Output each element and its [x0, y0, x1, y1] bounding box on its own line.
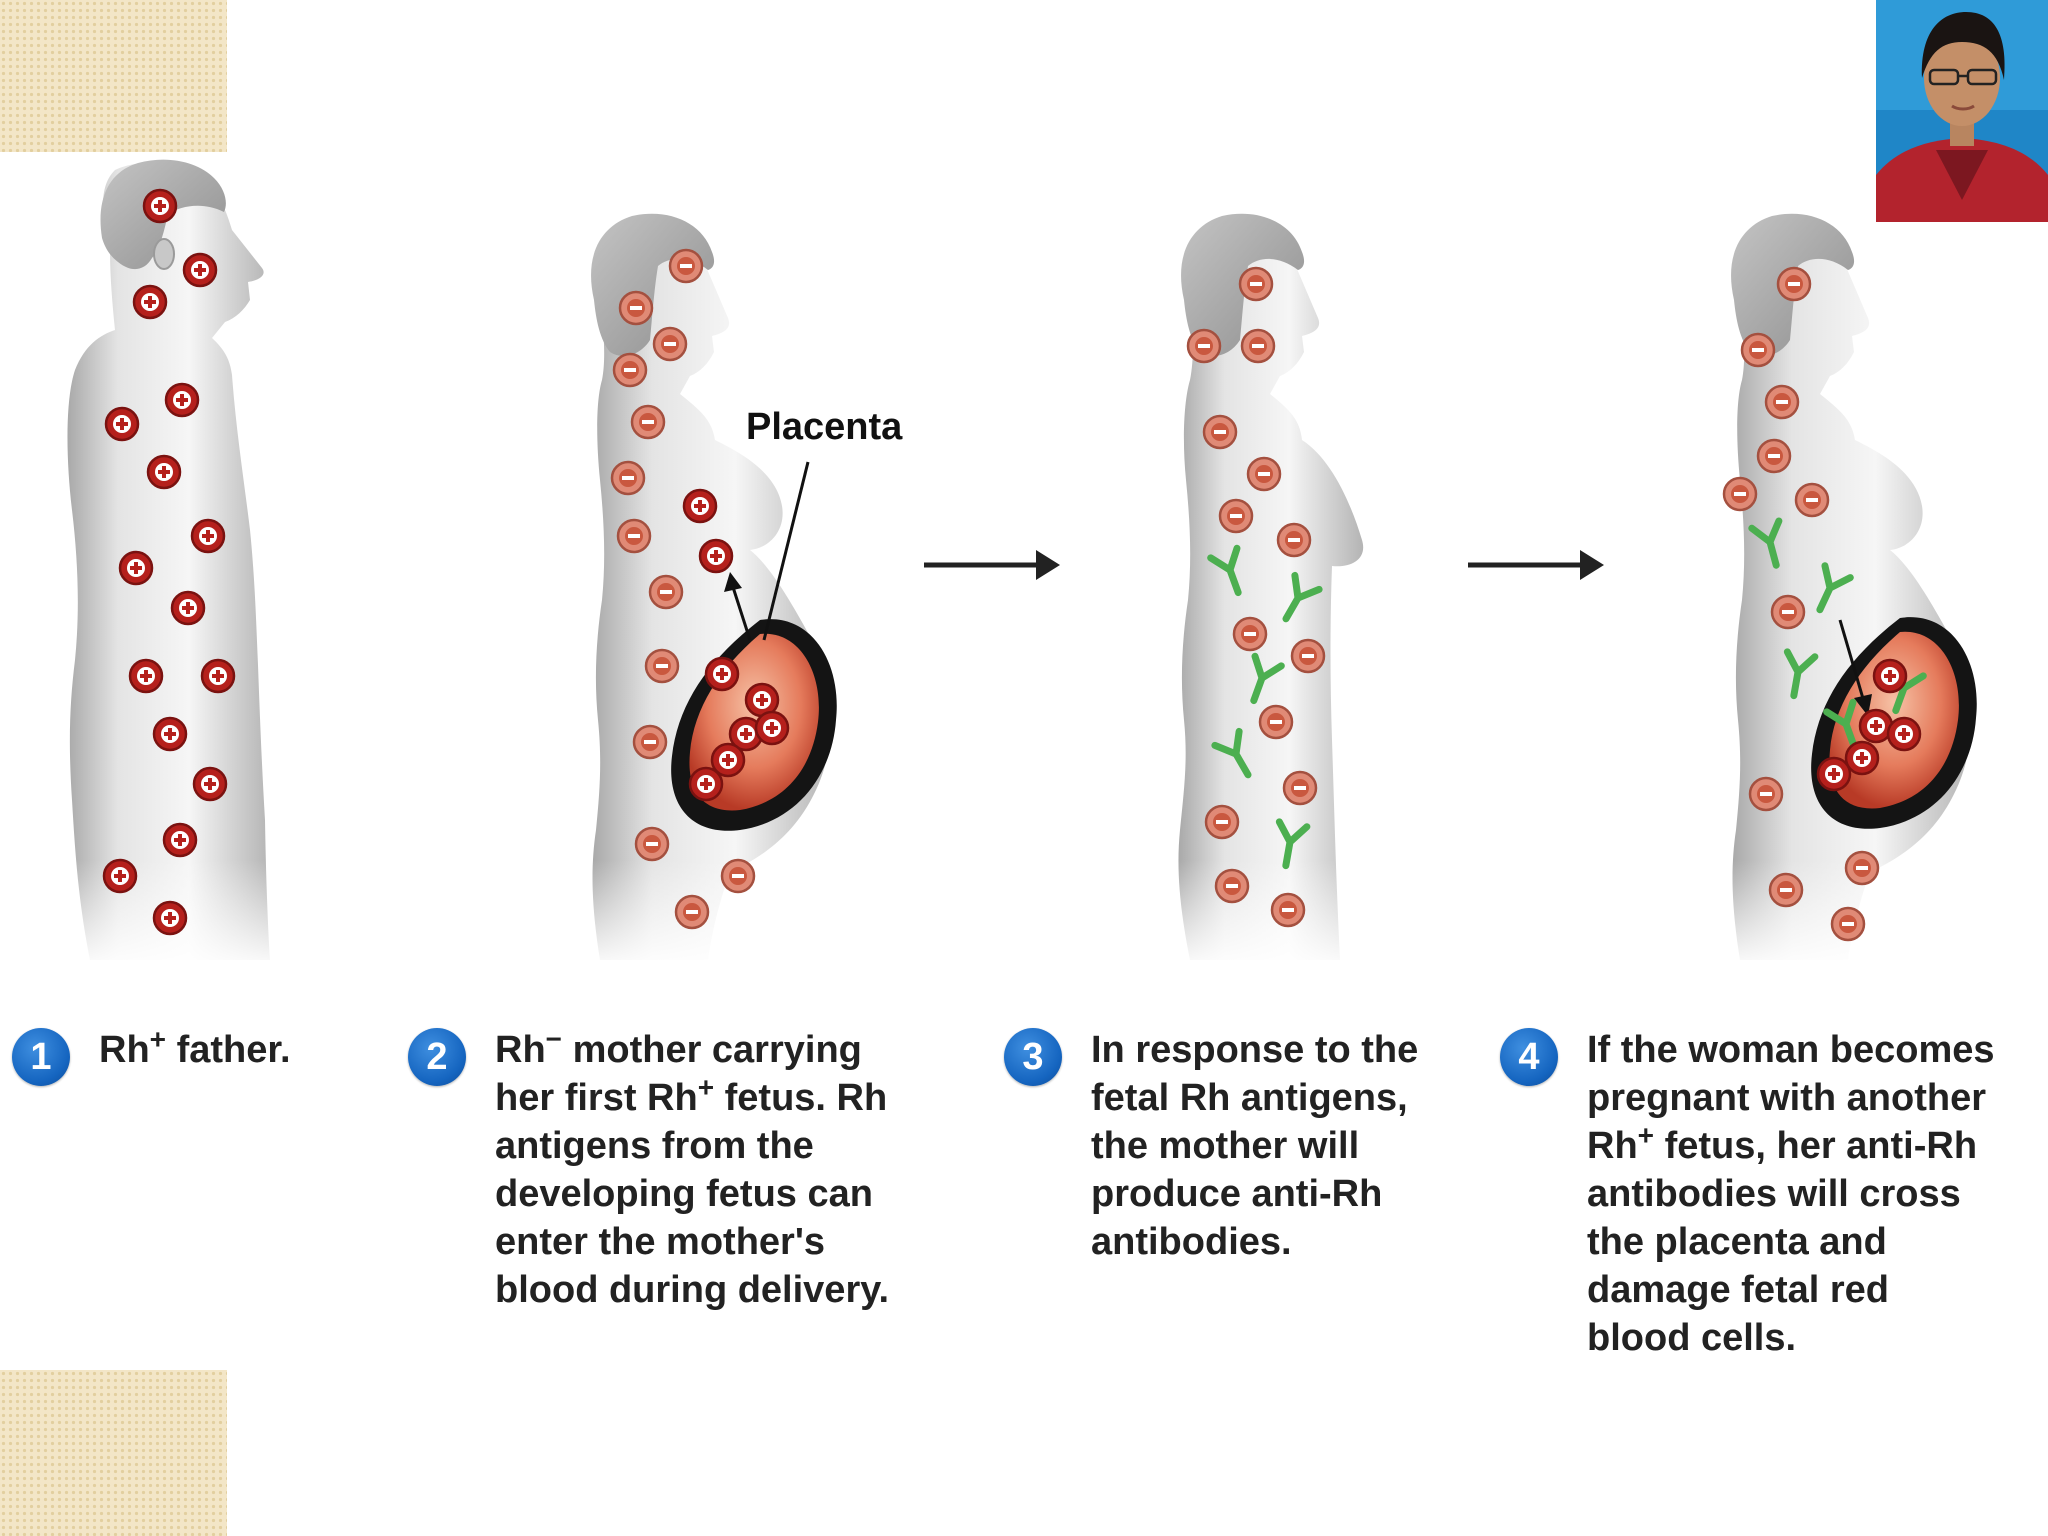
plus-sign-icon	[1886, 716, 1922, 752]
plus-sign-icon	[162, 822, 198, 858]
plus-sign-icon	[698, 538, 734, 574]
corner-decoration-top	[0, 0, 227, 152]
mother-antibody-production-figure	[1170, 213, 1380, 970]
minus-sign-icon	[1748, 776, 1784, 812]
minus-sign-icon	[1232, 616, 1268, 652]
step-caption: Rh+ father.	[99, 1023, 291, 1071]
plus-sign-icon	[182, 252, 218, 288]
plus-sign-icon	[1872, 658, 1908, 694]
plus-sign-icon	[1858, 708, 1894, 744]
minus-sign-icon	[674, 894, 710, 930]
antigen-transfer-arrow-icon	[730, 583, 752, 641]
plus-sign-icon	[146, 454, 182, 490]
plus-sign-icon	[1816, 756, 1852, 792]
step-number-badge: 4	[1500, 1028, 1558, 1086]
minus-sign-icon	[612, 352, 648, 388]
minus-sign-icon	[1238, 266, 1274, 302]
minus-sign-icon	[1202, 414, 1238, 450]
plus-sign-icon	[170, 590, 206, 626]
step-number-badge: 2	[408, 1028, 466, 1086]
minus-sign-icon	[1214, 868, 1250, 904]
antibody-icon	[1823, 698, 1858, 751]
arrow-right-icon	[1468, 550, 1604, 580]
minus-sign-icon	[1218, 498, 1254, 534]
minus-sign-icon	[1186, 328, 1222, 364]
placenta-pointer-line	[762, 461, 810, 641]
minus-sign-icon	[720, 858, 756, 894]
minus-sign-icon	[1756, 438, 1792, 474]
minus-sign-icon	[1764, 384, 1800, 420]
minus-sign-icon	[1270, 892, 1306, 928]
minus-sign-icon	[1794, 482, 1830, 518]
antibody-icon	[1250, 652, 1285, 705]
antibody-icon	[1748, 517, 1783, 569]
antibody-cross-arrowhead-icon	[1854, 694, 1872, 716]
plus-sign-icon	[192, 766, 228, 802]
minus-sign-icon	[1830, 906, 1866, 942]
minus-sign-icon	[1776, 266, 1812, 302]
plus-sign-icon	[190, 518, 226, 554]
plus-sign-icon	[102, 858, 138, 894]
arrow-right-icon	[924, 550, 1060, 580]
minus-sign-icon	[644, 648, 680, 684]
antibody-icon	[1282, 571, 1323, 623]
plus-sign-icon	[128, 658, 164, 694]
plus-sign-icon	[744, 682, 780, 718]
minus-sign-icon	[1740, 332, 1776, 368]
step-caption: If the woman becomes pregnant with anoth…	[1587, 1029, 1995, 1359]
antibody-icon	[1275, 818, 1311, 870]
antibody-icon	[1783, 648, 1819, 700]
antibody-cross-arrow-icon	[1838, 619, 1866, 703]
plus-sign-icon	[710, 742, 746, 778]
antibody-icon	[1211, 727, 1252, 779]
minus-sign-icon	[632, 724, 668, 760]
plus-sign-icon	[728, 716, 764, 752]
plus-sign-icon	[754, 710, 790, 746]
antigen-transfer-arrowhead-icon	[724, 572, 742, 592]
minus-sign-icon	[618, 290, 654, 326]
plus-sign-icon	[104, 406, 140, 442]
minus-sign-icon	[1276, 522, 1312, 558]
step-number-badge: 1	[12, 1028, 70, 1086]
plus-sign-icon	[118, 550, 154, 586]
rh-illustration	[60, 159, 1990, 970]
presenter-photo	[1876, 0, 2048, 222]
minus-sign-icon	[1722, 476, 1758, 512]
minus-sign-icon	[1282, 770, 1318, 806]
minus-sign-icon	[1258, 704, 1294, 740]
minus-sign-icon	[1844, 850, 1880, 886]
placenta-label: Placenta	[746, 406, 903, 448]
plus-sign-icon	[1844, 740, 1880, 776]
minus-sign-icon	[1770, 594, 1806, 630]
minus-sign-icon	[1246, 456, 1282, 492]
plus-sign-icon	[682, 488, 718, 524]
step-number-badge: 3	[1004, 1028, 1062, 1086]
minus-sign-icon	[1290, 638, 1326, 674]
minus-sign-icon	[1240, 328, 1276, 364]
plus-sign-icon	[152, 900, 188, 936]
plus-sign-icon	[142, 188, 178, 224]
plus-sign-icon	[200, 658, 236, 694]
plus-sign-icon	[152, 716, 188, 752]
minus-sign-icon	[1768, 872, 1804, 908]
mother-first-pregnancy-figure	[580, 213, 840, 970]
plus-sign-icon	[704, 656, 740, 692]
minus-sign-icon	[1204, 804, 1240, 840]
minus-sign-icon	[616, 518, 652, 554]
minus-sign-icon	[652, 326, 688, 362]
minus-sign-icon	[634, 826, 670, 862]
minus-sign-icon	[630, 404, 666, 440]
minus-sign-icon	[668, 248, 704, 284]
corner-decoration-bottom	[0, 1370, 227, 1536]
plus-sign-icon	[164, 382, 200, 418]
antibody-icon	[1207, 544, 1242, 597]
minus-sign-icon	[648, 574, 684, 610]
antibody-icon	[1816, 562, 1854, 614]
step-caption: In response to the fetal Rh antigens, th…	[1091, 1029, 1419, 1263]
minus-sign-icon	[610, 460, 646, 496]
step-caption: Rh− mother carrying her first Rh+ fetus.…	[495, 1023, 890, 1311]
plus-sign-icon	[688, 766, 724, 802]
cells-layer	[102, 188, 1927, 942]
plus-sign-icon	[132, 284, 168, 320]
